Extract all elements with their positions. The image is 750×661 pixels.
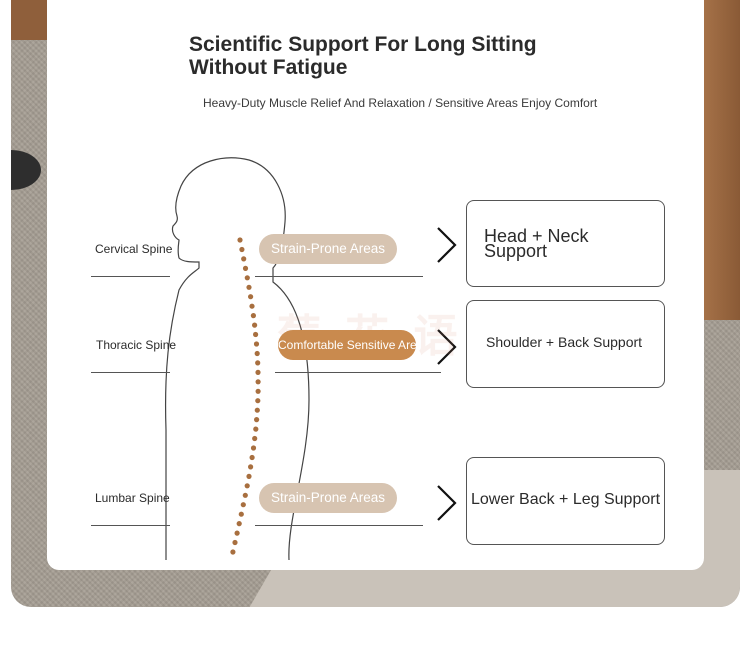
spine-dot xyxy=(246,473,252,479)
spine-dot xyxy=(240,502,246,508)
spine-dot xyxy=(254,417,260,423)
divider-line xyxy=(275,372,441,373)
shoulder-back-support-box: Shoulder + Back Support xyxy=(466,300,665,388)
strain-prone-tag: Strain-Prone Areas xyxy=(259,483,397,513)
spine-dot xyxy=(239,246,245,253)
box-label-line-1: Head + Neck xyxy=(484,226,589,246)
spine-dot xyxy=(246,284,252,290)
spine-dot xyxy=(255,379,261,385)
divider-line xyxy=(91,372,170,373)
box-label: Lower Back + Leg Support xyxy=(471,491,661,508)
spine-dot xyxy=(254,407,260,413)
spine-dot xyxy=(244,483,250,489)
spine-dot xyxy=(234,530,240,536)
page-subtitle: Heavy-Duty Muscle Relief And Relaxation … xyxy=(203,96,598,110)
spine-dot xyxy=(255,388,261,394)
wood-surface xyxy=(11,0,51,40)
divider-line xyxy=(91,525,170,526)
spine-dot xyxy=(248,464,254,470)
spine-dot xyxy=(253,341,260,347)
spine-dot xyxy=(252,435,258,442)
chair-edge xyxy=(700,0,740,320)
spine-dot xyxy=(250,445,257,451)
spine-dot xyxy=(249,303,255,309)
spine-dot xyxy=(236,521,242,527)
thoracic-spine-label: Thoracic Spine xyxy=(96,338,177,352)
lumbar-spine-label: Lumbar Spine xyxy=(95,491,170,505)
box-label: Shoulder + Back Support xyxy=(486,334,643,350)
divider-line xyxy=(255,276,423,277)
spine-dot xyxy=(250,313,256,319)
spine-dot xyxy=(232,539,238,546)
spine-dot xyxy=(238,511,244,517)
spine-dot xyxy=(237,237,243,243)
divider-line xyxy=(91,276,170,277)
spine-dot xyxy=(242,265,249,271)
head-neck-support-box: Head + Neck Support xyxy=(466,200,665,287)
chevron-right-icon xyxy=(437,227,457,521)
strain-prone-tag: Strain-Prone Areas xyxy=(259,234,397,264)
box-label-line-2: Support xyxy=(484,241,548,261)
spine-dot xyxy=(249,454,255,461)
lower-back-leg-support-box: Lower Back + Leg Support xyxy=(466,457,665,545)
cervical-spine-label: Cervical Spine xyxy=(95,242,173,256)
spine-dot xyxy=(254,350,260,357)
spine-dot xyxy=(255,398,261,404)
spine-dot xyxy=(248,294,254,300)
divider-line xyxy=(255,525,423,526)
title-line-1: Scientific Support For Long Sitting xyxy=(189,33,537,56)
spine-diagram xyxy=(164,157,457,561)
comfort-sensitive-tag: Comfortable Sensitive Areas xyxy=(278,330,416,360)
spine-dot xyxy=(255,360,261,366)
side-table xyxy=(11,150,41,190)
spine-dot xyxy=(252,322,258,328)
page-title: Scientific Support For Long Sitting With… xyxy=(189,33,609,79)
spine-dot xyxy=(253,331,259,338)
title-line-2: Without Fatigue xyxy=(189,56,348,79)
human-silhouette-icon xyxy=(164,157,310,561)
spine-dot xyxy=(244,275,250,281)
spine-dot xyxy=(255,369,261,375)
spine-dot xyxy=(242,492,248,498)
spine-dots xyxy=(230,237,261,555)
spine-dot xyxy=(241,256,247,262)
spine-dot xyxy=(230,549,236,555)
spine-dot xyxy=(253,426,259,432)
info-card: Scientific Support For Long Sitting With… xyxy=(47,0,704,570)
